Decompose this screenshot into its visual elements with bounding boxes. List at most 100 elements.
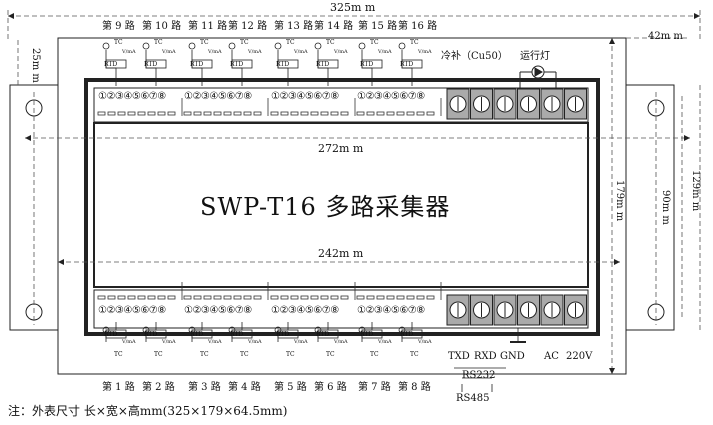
pin-slot: [157, 111, 166, 116]
channel-label-top-15: 第 15 路: [358, 21, 398, 32]
pin-slot: [193, 295, 202, 300]
channel-label-bottom-7: 第 7 路: [358, 382, 391, 393]
ac-label: AC: [544, 351, 559, 362]
pin-slot: [426, 111, 435, 116]
ma-label: V/mA: [248, 339, 262, 345]
rtd-label: RTD: [316, 331, 330, 338]
dim-left-margin: 25m m: [30, 48, 41, 83]
pin-slot: [376, 111, 385, 116]
ma-label: V/mA: [162, 49, 176, 55]
rtd-label: RTD: [104, 331, 118, 338]
bottom-terminal-group-1: ①②③④⑤⑥⑦⑧: [98, 305, 166, 316]
sensor-icon: [314, 42, 322, 50]
left-mount-ear: [9, 84, 59, 331]
sensor-icon: [358, 42, 366, 50]
rs485-label: RS485: [456, 393, 490, 404]
tc-label: TC: [286, 351, 295, 358]
tc-label: TC: [240, 351, 249, 358]
pin-slot: [97, 295, 106, 300]
pin-slot: [366, 111, 375, 116]
pin-slot: [270, 111, 279, 116]
dim-inner-width: 272m m: [318, 142, 364, 155]
rtd-label: RTD: [400, 61, 414, 68]
pin-slot: [396, 111, 405, 116]
pin-slot: [193, 111, 202, 116]
ma-label: V/mA: [122, 339, 136, 345]
channel-label-bottom-6: 第 6 路: [314, 382, 347, 393]
ma-label: V/mA: [418, 49, 432, 55]
pin-slot: [320, 295, 329, 300]
txd-label: TXD: [448, 351, 470, 362]
tc-label: TC: [240, 39, 249, 46]
pin-slot: [270, 295, 279, 300]
ma-label: V/mA: [378, 339, 392, 345]
channel-label-top-11: 第 11 路: [188, 21, 228, 32]
sensor-icon: [274, 42, 282, 50]
channel-label-bottom-3: 第 3 路: [188, 382, 221, 393]
pin-slot: [406, 111, 415, 116]
top-terminal-group-4: ①②③④⑤⑥⑦⑧: [357, 91, 425, 102]
pin-slot: [280, 295, 289, 300]
rtd-label: RTD: [360, 331, 374, 338]
ma-label: V/mA: [378, 49, 392, 55]
channel-label-bottom-1: 第 1 路: [102, 382, 135, 393]
dim-tall-height: 129m m: [690, 170, 701, 212]
channel-label-bottom-4: 第 4 路: [228, 382, 261, 393]
pin-slot: [340, 295, 349, 300]
rtd-label: RTD: [144, 331, 158, 338]
pin-slot: [213, 111, 222, 116]
sensor-icon: [102, 42, 110, 50]
pin-slot: [330, 111, 339, 116]
channel-label-top-13: 第 13 路: [274, 21, 314, 32]
pin-slot: [366, 295, 375, 300]
pin-slot: [167, 295, 176, 300]
top-terminal-group-1: ①②③④⑤⑥⑦⑧: [98, 91, 166, 102]
channel-label-top-14: 第 14 路: [314, 21, 354, 32]
pin-slot: [157, 295, 166, 300]
tc-label: TC: [200, 39, 209, 46]
pin-slot: [300, 295, 309, 300]
device-title: SWP-T16 多路采集器: [200, 193, 451, 221]
pin-slot: [396, 295, 405, 300]
channel-label-top-12: 第 12 路: [228, 21, 268, 32]
rtd-label: RTD: [104, 61, 118, 68]
panel-frame: [84, 78, 600, 336]
tc-label: TC: [326, 351, 335, 358]
pin-slot: [330, 295, 339, 300]
sensor-icon: [398, 42, 406, 50]
sensor-icon: [188, 42, 196, 50]
cold-junction-label: 冷补（Cu50）: [441, 51, 508, 62]
tc-label: TC: [410, 39, 419, 46]
ma-label: V/mA: [162, 339, 176, 345]
ma-label: V/mA: [294, 49, 308, 55]
ma-label: V/mA: [294, 339, 308, 345]
channel-label-top-16: 第 16 路: [398, 21, 438, 32]
pin-slot: [406, 295, 415, 300]
pin-slot: [147, 111, 156, 116]
tc-label: TC: [410, 351, 419, 358]
bottom-terminal-group-4: ①②③④⑤⑥⑦⑧: [357, 305, 425, 316]
pin-slot: [183, 111, 192, 116]
ma-label: V/mA: [418, 339, 432, 345]
ma-label: V/mA: [208, 339, 222, 345]
pin-slot: [386, 111, 395, 116]
pin-slot: [386, 295, 395, 300]
pin-slot: [376, 295, 385, 300]
top-terminal-group-2: ①②③④⑤⑥⑦⑧: [184, 91, 252, 102]
rtd-label: RTD: [144, 61, 158, 68]
pin-slot: [416, 111, 425, 116]
pin-slot: [243, 295, 252, 300]
rtd-label: RTD: [276, 331, 290, 338]
rtd-label: RTD: [230, 331, 244, 338]
pin-slot: [223, 295, 232, 300]
channel-label-bottom-5: 第 5 路: [274, 382, 307, 393]
channel-label-bottom-2: 第 2 路: [142, 382, 175, 393]
top-terminal-group-3: ①②③④⑤⑥⑦⑧: [271, 91, 339, 102]
pin-slot: [107, 295, 116, 300]
dim-mount-offset: 42m m: [648, 31, 683, 42]
pin-slot: [233, 295, 242, 300]
pin-slot: [203, 295, 212, 300]
tc-label: TC: [326, 39, 335, 46]
pin-slot: [137, 111, 146, 116]
bottom-terminal-group-2: ①②③④⑤⑥⑦⑧: [184, 305, 252, 316]
